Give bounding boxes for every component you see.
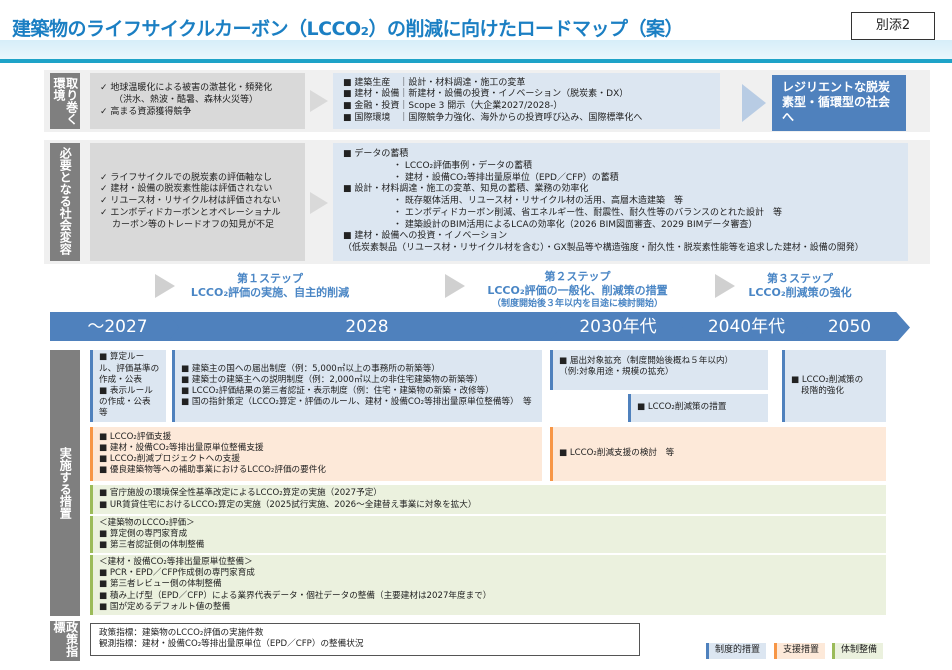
institutional-box: ■ 建築主の国への届出制度（例：5,000㎡以上の事務所の新築等） ■ 建築士の… <box>172 350 542 422</box>
change-subitem: ・ エンボディドカーボン削減、省エネルギー性、耐震性、耐久性等のバランスのとれた… <box>393 207 783 218</box>
step-arrow-icon <box>445 274 465 298</box>
change-item: ■ 建築生産 ｜設計・材料調達・施工の変革 <box>343 77 526 88</box>
measure-item: ■ UR賃貸住宅におけるLCCO₂算定の実施（2025試行実施、2026～全建替… <box>99 499 477 510</box>
measure-item: ■ LCCO₂評価支援 <box>99 431 172 442</box>
institutional-box: ■ LCCO₂削減策の 段階的強化 <box>782 350 886 422</box>
measure-item: ■ 算定側の専門家育成 <box>99 528 188 539</box>
change-item: ■ 建材・設備への投資・イノベーション <box>343 231 508 242</box>
change-subitem: ・ 既存躯体活用、リユース材・リサイクル材の活用、高層木造建築 等 <box>393 196 683 207</box>
environment-issues: ✓ 地球温暖化による被害の激甚化・頻発化 （洪水、熱波・酷暑、森林火災等） ✓ … <box>90 73 305 129</box>
measure-item: ■ 算定ルール、評価基準の作成・公表 <box>99 352 160 385</box>
step-title: 第１ステップ <box>237 272 303 285</box>
step-description: LCCO₂削減策の強化 <box>748 286 852 300</box>
support-box: ■ LCCO₂評価支援 ■ 建材・設備CO₂等排出量原単位整備支援 ■ LCCO… <box>90 427 542 481</box>
issue-item: ✓ 高まる資源獲得競争 <box>100 106 192 117</box>
measure-item: ■ LCCO₂削減策の措置 <box>637 402 727 413</box>
environment-label: 取り巻く環境 <box>50 73 80 129</box>
measure-item: ■ 届出対象拡充（制度開始後概ね５年以内） <box>559 356 734 366</box>
framework-box: ＜建材・設備CO₂等排出量原単位整備＞ ■ PCR・EPD／CFP作成側の専門家… <box>90 555 886 615</box>
change-item: ■ 設計・材料調達・施工の変革、知見の蓄積、業務の効率化 <box>343 184 589 195</box>
problem-item: ✓ エンボディドカーボンとオペレーショナル <box>100 207 281 218</box>
measure-item: ■ 第三者認証側の体制整備 <box>99 540 205 551</box>
change-item: ■ 国際環境 ｜国際競争力強化、海外からの投資呼び込み、国際標準化へ <box>343 112 643 123</box>
step-description: LCCO₂評価の一般化、削減策の措置 <box>487 284 668 298</box>
goal-box: レジリエントな脱炭素型・循環型の社会へ <box>772 75 906 131</box>
measure-item: ■ 優良建築物等への補助事業におけるLCCO₂評価の要件化 <box>99 465 326 476</box>
measure-item: ■ 国の指針策定（LCCO₂算定・評価のルール、建材・設備CO₂等排出量原単位整… <box>181 397 532 408</box>
support-box: ■ LCCO₂削減支援の検討 等 <box>550 427 886 481</box>
step-1: 第１ステップ LCCO₂評価の実施、自主的削減 <box>180 272 360 301</box>
measure-item: 段階的強化 <box>801 386 844 396</box>
measure-item: ■ LCCO₂削減支援の検討 等 <box>559 448 675 459</box>
timeline-period: 2028 <box>167 312 567 343</box>
step-note: （制度開始後３年以内を目途に検討開始） <box>491 298 663 309</box>
indicator-item: 観測指標：建材・設備CO₂等排出量原単位（EPD／CFP）の整備状況 <box>99 639 364 650</box>
institutional-box: ■ LCCO₂削減策の措置 <box>628 394 768 422</box>
measures-label: 実施する措置 <box>50 350 80 616</box>
annex-label: 別添2 <box>851 12 935 40</box>
arrow-icon <box>310 192 328 214</box>
measure-item: ■ 表示ルールの作成・公表 等 <box>99 386 160 419</box>
measure-item: ■ 建築主の国への届出制度（例：5,000㎡以上の事務所の新築等） <box>181 363 440 374</box>
timeline-period: 2040年代 <box>670 312 813 343</box>
arrow-icon <box>742 84 766 122</box>
measure-item: ■ LCCO₂削減策の <box>791 374 864 385</box>
change-item: （低炭素製品（リユース材・リサイクル材を含む）・GX製品等や構造強度・耐久性・脱… <box>343 242 864 253</box>
timeline-bar: ～2027 2028 2030年代 2040年代 2050 <box>50 312 910 343</box>
step-title: 第３ステップ <box>767 272 833 285</box>
legend-support: 支援措置 <box>774 643 826 659</box>
step-title: 第２ステップ <box>544 270 611 283</box>
change-subitem: ・ 建材・設備CO₂等排出量原単位（EPD／CFP）の蓄積 <box>393 172 619 183</box>
indicator-item: 政策指標：建築物のLCCO₂評価の実施件数 <box>99 628 264 638</box>
measure-item: ■ 第三者レビュー側の体制整備 <box>99 579 222 590</box>
step-3: 第３ステップ LCCO₂削減策の強化 <box>735 272 865 301</box>
measure-heading: ＜建築物のLCCO₂評価＞ <box>99 517 195 528</box>
arrow-icon <box>310 90 328 112</box>
title-rule <box>0 59 952 63</box>
current-problems: ✓ ライフサイクルでの脱炭素の評価軸なし ✓ 建材・設備の脱炭素性能は評価されな… <box>90 143 305 261</box>
framework-box: ＜建築物のLCCO₂評価＞ ■ 算定側の専門家育成 ■ 第三者認証側の体制整備 <box>90 516 886 553</box>
problem-item: ✓ ライフサイクルでの脱炭素の評価軸なし <box>100 172 272 183</box>
measure-item: ■ PCR・EPD／CFP作成側の専門家育成 <box>99 568 255 579</box>
measure-item: ■ 官庁施設の環境保全性基準改定によるLCCO₂算定の実施（2027予定） <box>99 488 382 499</box>
legend-framework: 体制整備 <box>832 643 884 659</box>
page-title: 建築物のライフサイクルカーボン（LCCO₂）の削減に向けたロードマップ（案） <box>12 18 683 40</box>
transformation-label: 必要となる社会変容 <box>50 143 80 261</box>
problem-item: ✓ 建材・設備の脱炭素性能は評価されない <box>100 184 273 195</box>
measure-item: （例:対象用途・規模の拡充） <box>559 367 674 378</box>
change-subitem: ・ LCCO₂評価事例・データの蓄積 <box>393 161 533 172</box>
measure-item: ■ LCCO₂評価結果の第三者認証・表示制度（例：住宅・建築物の新築・改修等） <box>181 386 494 396</box>
measure-item: ■ 建築士の建築主への説明制度（例：2,000㎡以上の非住宅建築物の新築等） <box>181 374 483 385</box>
divider <box>0 341 952 343</box>
step-arrow-icon <box>715 274 735 298</box>
step-2: 第２ステップ LCCO₂評価の一般化、削減策の措置 （制度開始後３年以内を目途に… <box>470 270 685 310</box>
problem-item: カーボン等のトレードオフの知見が不足 <box>112 219 275 230</box>
measure-item: ■ LCCO₂削減プロジェクトへの支援 <box>99 454 240 464</box>
institutional-box: ■ 算定ルール、評価基準の作成・公表 ■ 表示ルールの作成・公表 等 <box>90 350 166 422</box>
timeline-period: ～2027 <box>50 312 185 343</box>
required-changes: ■ データの蓄積 ・ LCCO₂評価事例・データの蓄積 ・ 建材・設備CO₂等排… <box>333 143 908 261</box>
issue-item: ✓ 地球温暖化による被害の激甚化・頻発化 <box>100 83 273 94</box>
change-subitem: ・ 建築設計のBIM活用によるLCAの効率化（2026 BIM図面審査、2029… <box>393 219 758 230</box>
step-description: LCCO₂評価の実施、自主的削減 <box>190 286 350 300</box>
environment-changes: ■ 建築生産 ｜設計・材料調達・施工の変革 ■ 建材・設備｜新建材・設備の投資・… <box>333 73 720 129</box>
measure-item: ■ 積み上げ型（EPD／CFP）による業界代表データ・個社データの整備（主要建材… <box>99 590 492 601</box>
change-item: ■ 金融・投資｜Scope 3 開示（大企業2027/2028-） <box>343 101 563 111</box>
legend-institutional: 制度的措置 <box>706 643 767 659</box>
framework-box: ■ 官庁施設の環境保全性基準改定によるLCCO₂算定の実施（2027予定） ■ … <box>90 485 886 514</box>
institutional-box: ■ 届出対象拡充（制度開始後概ね５年以内） （例:対象用途・規模の拡充） <box>550 350 768 390</box>
measure-item: ■ 建材・設備CO₂等排出量原単位整備支援 <box>99 442 264 453</box>
measure-heading: ＜建材・設備CO₂等排出量原単位整備＞ <box>99 557 253 568</box>
problem-item: ✓ リユース材・リサイクル材は評価されない <box>100 196 281 207</box>
title-band <box>0 40 952 59</box>
change-item: ■ データの蓄積 <box>343 149 409 160</box>
timeline-period: 2030年代 <box>548 312 688 343</box>
measure-item: ■ 国が定めるデフォルト値の整備 <box>99 601 231 612</box>
timeline-period: 2050 <box>795 312 910 343</box>
indicators-label: 政策指標 <box>50 621 80 661</box>
step-arrow-icon <box>155 274 175 298</box>
issue-item: （洪水、熱波・酷暑、森林火災等） <box>114 95 259 106</box>
change-item: ■ 建材・設備｜新建材・設備の投資・イノベーション（脱炭素・DX） <box>343 89 629 100</box>
indicators-box: 政策指標：建築物のLCCO₂評価の実施件数 観測指標：建材・設備CO₂等排出量原… <box>90 623 640 656</box>
